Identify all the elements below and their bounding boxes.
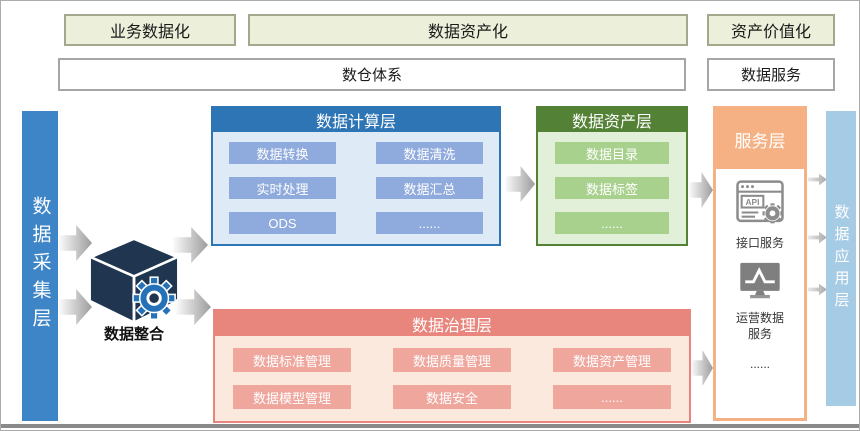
arrow-right-icon — [808, 172, 827, 187]
asset-item: 数据目录 — [555, 142, 669, 164]
integration-label: 数据整合 — [103, 326, 164, 343]
arrow-right-icon — [808, 230, 827, 245]
data-application-layer-bar: 数据应用层 — [826, 111, 856, 406]
asset-layer-body: 数据目录 数据标签 ...... — [538, 132, 686, 244]
compute-layer-body: 数据转换 数据清洗 实时处理 数据汇总 ODS ...... — [213, 132, 499, 244]
asset-layer-title: 数据资产层 — [538, 108, 686, 132]
governance-layer-box: 数据治理层 数据标准管理 数据质量管理 数据资产管理 数据模型管理 数据安全 .… — [213, 309, 691, 423]
data-collection-layer-bar: 数据采集层 — [22, 111, 58, 421]
compute-item: ODS — [229, 212, 336, 234]
asset-item: ...... — [555, 212, 669, 234]
compute-layer-title: 数据计算层 — [213, 108, 499, 132]
data-service-box: 数据服务 — [707, 58, 835, 91]
svg-text:API: API — [746, 197, 760, 207]
api-icon: API — [735, 179, 785, 231]
asset-layer-box: 数据资产层 数据目录 数据标签 ...... — [536, 106, 688, 246]
governance-item: 数据资产管理 — [553, 348, 671, 372]
arrow-right-icon — [173, 227, 208, 263]
service-layer-title: 服务层 — [716, 109, 804, 169]
compute-item: 数据清洗 — [376, 142, 483, 164]
bottom-accent-line — [1, 424, 859, 428]
arrow-right-icon — [59, 289, 92, 325]
compute-item: 数据转换 — [229, 142, 336, 164]
arrow-right-icon — [176, 289, 211, 325]
api-service-label: 接口服务 — [735, 236, 784, 250]
banner-business-dataization: 业务数据化 — [64, 14, 236, 46]
warehouse-system-box: 数仓体系 — [58, 58, 686, 91]
governance-item: 数据质量管理 — [393, 348, 511, 372]
service-layer-body: API — [716, 169, 804, 418]
arrow-right-icon — [689, 172, 713, 208]
service-more-label: ...... — [749, 356, 770, 371]
ops-data-service-label: 运营数据服务 — [735, 311, 784, 342]
data-application-layer-label: 数据应用层 — [832, 203, 850, 314]
banner-asset-valueization: 资产价值化 — [707, 14, 835, 46]
service-layer-box: 服务层 API — [713, 106, 807, 421]
arrow-right-icon — [691, 350, 713, 386]
compute-layer-box: 数据计算层 数据转换 数据清洗 实时处理 数据汇总 ODS ...... — [211, 106, 501, 246]
governance-layer-title: 数据治理层 — [215, 311, 689, 336]
governance-item: 数据模型管理 — [233, 385, 351, 409]
compute-item: 实时处理 — [229, 177, 336, 199]
arrow-right-icon — [505, 166, 535, 202]
compute-item: ...... — [376, 212, 483, 234]
banner-data-assetization: 数据资产化 — [248, 14, 688, 46]
governance-item: 数据标准管理 — [233, 348, 351, 372]
arrow-right-icon — [808, 282, 827, 297]
arrow-right-icon — [59, 225, 92, 261]
cube-gear-icon — [86, 237, 182, 325]
asset-item: 数据标签 — [555, 177, 669, 199]
governance-item: 数据安全 — [393, 385, 511, 409]
chart-monitor-icon — [737, 261, 783, 306]
governance-item: ...... — [553, 385, 671, 409]
data-collection-layer-label: 数据采集层 — [29, 196, 51, 336]
governance-layer-body: 数据标准管理 数据质量管理 数据资产管理 数据模型管理 数据安全 ...... — [215, 336, 689, 421]
compute-item: 数据汇总 — [376, 177, 483, 199]
